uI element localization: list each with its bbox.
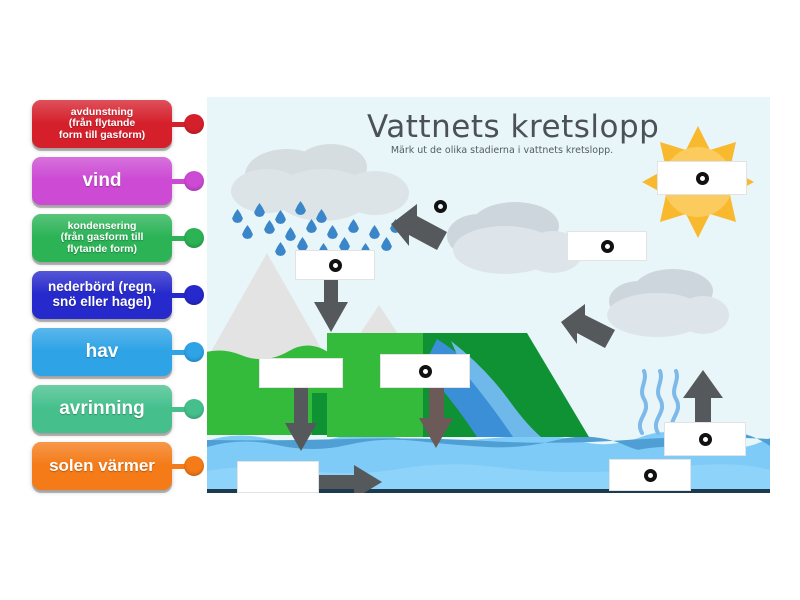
- connector-stem: [171, 235, 188, 241]
- label-line-1: nederbörd (regn,: [47, 279, 156, 295]
- raindrop: [254, 203, 265, 217]
- label-line-3: form till gasform): [58, 128, 146, 141]
- arrow-right-runoff-icon: [314, 465, 382, 493]
- connector-dot[interactable]: [184, 114, 204, 134]
- label-chip-nederbord[interactable]: nederbörd (regn, snö eller hagel): [32, 271, 172, 319]
- raindrop: [232, 209, 243, 223]
- connector-stem: [171, 121, 188, 127]
- ring-marker-icon: [698, 432, 712, 446]
- arrow-up-left-precipitation-icon: [391, 204, 447, 250]
- label-chip-row: kondensering (från gasform till flytande…: [32, 214, 212, 262]
- target-runoff[interactable]: [237, 461, 319, 493]
- raindrop: [297, 237, 308, 251]
- ring-marker-icon: [643, 468, 657, 482]
- label-line-2: snö eller hagel): [52, 294, 152, 309]
- raindrop: [264, 220, 275, 234]
- label-chip-kondensering[interactable]: kondensering (från gasform till flytande…: [32, 214, 172, 262]
- label-chip-row: avrinning: [32, 385, 212, 433]
- connector-dot[interactable]: [184, 456, 204, 476]
- label-line-1: kondensering: [67, 220, 137, 232]
- ring-marker-icon: [433, 199, 447, 213]
- connector-dot[interactable]: [184, 285, 204, 305]
- raindrop: [369, 225, 380, 239]
- label-chip-list: avdunstning (från flytande form till gas…: [32, 100, 212, 499]
- label-chip-avrinning[interactable]: avrinning: [32, 385, 172, 433]
- connector-dot[interactable]: [184, 228, 204, 248]
- raindrop: [306, 219, 317, 233]
- target-mountain-right[interactable]: [380, 354, 470, 388]
- raindrop: [242, 225, 253, 239]
- label-chip-row: nederbörd (regn, snö eller hagel): [32, 271, 212, 319]
- page-title: Vattnets kretslopp: [367, 109, 660, 145]
- label-chip-vind[interactable]: vind: [32, 157, 172, 205]
- arrow-down-runoff-right-icon: [419, 380, 453, 448]
- arrow-up-left-condensation-icon: [561, 304, 615, 348]
- target-precipitation[interactable]: [295, 250, 375, 280]
- label-chip-text: avdunstning (från flytande form till gas…: [58, 106, 146, 141]
- label-line-3: flytande form): [66, 242, 137, 255]
- label-chip-avdunstning[interactable]: avdunstning (från flytande form till gas…: [32, 100, 172, 148]
- label-chip-row: avdunstning (från flytande form till gas…: [32, 100, 212, 148]
- label-chip-row: vind: [32, 157, 212, 205]
- raindrop: [285, 227, 296, 241]
- raindrop: [275, 242, 286, 256]
- label-chip-hav[interactable]: hav: [32, 328, 172, 376]
- target-evaporation[interactable]: [664, 422, 746, 456]
- arrow-down-runoff-left-icon: [285, 387, 317, 451]
- raindrop: [339, 237, 350, 251]
- target-sun[interactable]: [657, 161, 747, 195]
- label-chip-text: kondensering (från gasform till flytande…: [60, 220, 144, 255]
- raindrop: [316, 209, 327, 223]
- raindrop: [381, 237, 392, 251]
- connector-stem: [171, 463, 188, 469]
- middle-cloud-icon: [445, 200, 585, 276]
- raindrop: [295, 201, 306, 215]
- label-chip-row: hav: [32, 328, 212, 376]
- label-chip-row: solen värmer: [32, 442, 212, 490]
- diagram-canvas: Vattnets kretslopp Märk ut de olika stad…: [207, 97, 770, 493]
- arrow-down-mountain-left-icon: [314, 262, 348, 332]
- page-subtitle: Märk ut de olika stadierna i vattnets kr…: [390, 145, 614, 156]
- connector-stem: [171, 292, 188, 298]
- raindrop: [327, 225, 338, 239]
- target-mountain-left[interactable]: [259, 358, 343, 388]
- ring-marker-icon: [695, 171, 709, 185]
- raindrop: [275, 210, 286, 224]
- label-chip-text: hav: [85, 340, 119, 362]
- middle-cloud-shape: [447, 202, 583, 274]
- ring-marker-icon: [600, 239, 614, 253]
- label-line-2: (från gasform till: [60, 231, 144, 244]
- right-cloud-shape: [607, 269, 729, 337]
- connector-dot[interactable]: [184, 171, 204, 191]
- connector-stem: [171, 349, 188, 355]
- raindrop: [348, 219, 359, 233]
- label-chip-text: solen värmer: [49, 455, 155, 475]
- target-wind-upper[interactable]: [429, 195, 451, 217]
- label-line-1: avdunstning: [70, 106, 134, 118]
- target-condensation[interactable]: [567, 231, 647, 261]
- label-chip-text: vind: [82, 169, 122, 191]
- right-cloud-icon: [599, 267, 729, 339]
- label-line-2: (från flytande: [68, 117, 136, 130]
- connector-stem: [171, 178, 188, 184]
- ring-marker-icon: [418, 364, 432, 378]
- arrow-up-evaporation-icon: [683, 370, 723, 444]
- connector-dot[interactable]: [184, 399, 204, 419]
- target-sea[interactable]: [609, 459, 691, 491]
- connector-stem: [171, 406, 188, 412]
- label-chip-text: avrinning: [59, 397, 145, 419]
- label-chip-solen-varmer[interactable]: solen värmer: [32, 442, 172, 490]
- ring-marker-icon: [328, 258, 342, 272]
- label-chip-text: nederbörd (regn, snö eller hagel): [48, 280, 156, 309]
- connector-dot[interactable]: [184, 342, 204, 362]
